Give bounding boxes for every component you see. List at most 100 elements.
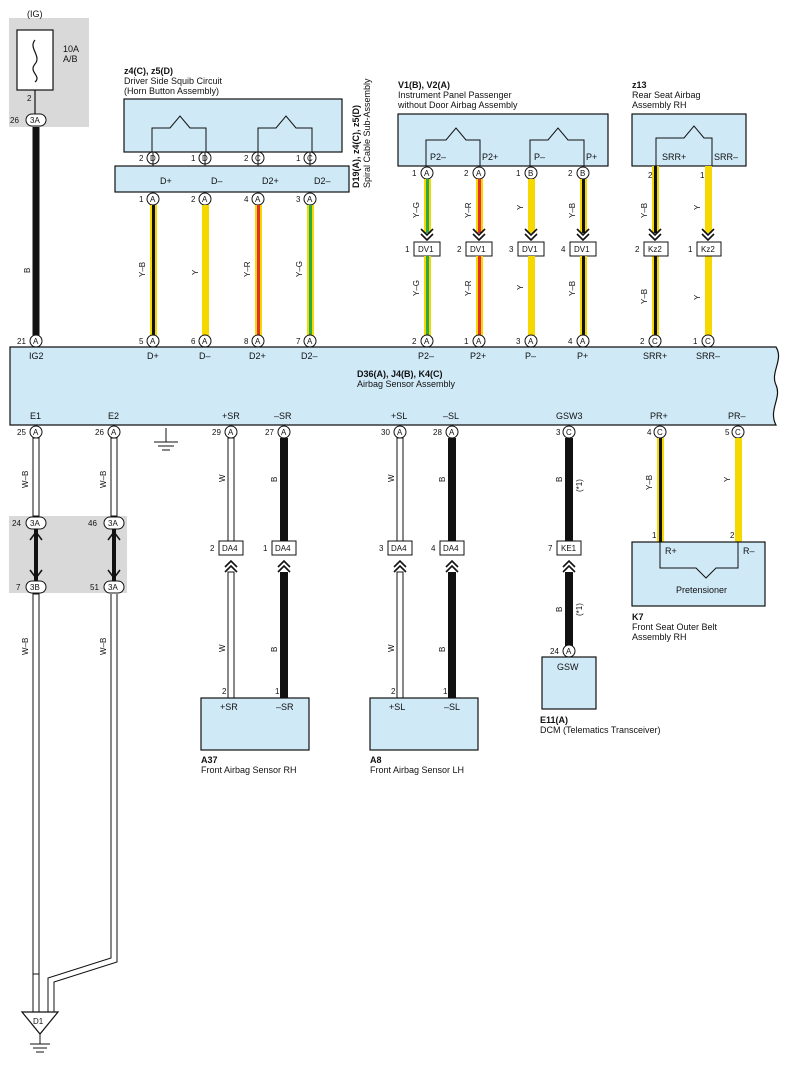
ip-pin-p2-minus: P2– [430, 152, 446, 162]
pret-pin-1: 1 [652, 531, 657, 540]
ip-wires-bottom [424, 256, 587, 336]
ground-wires [32, 437, 118, 1012]
wire-label-w-1: W [218, 474, 227, 482]
wire-label-yg-3: Y–G [412, 280, 421, 296]
svg-text:Kz2: Kz2 [648, 245, 662, 254]
ecu-pin-ig2: IG2 [29, 351, 44, 361]
svg-text:2: 2 [139, 154, 144, 163]
dcm-label: GSW [557, 662, 579, 672]
svg-text:A: A [307, 195, 313, 204]
wire-label-w-4: W [387, 644, 396, 652]
dcm-box [541, 656, 597, 710]
svg-text:3: 3 [556, 428, 561, 437]
svg-text:A: A [528, 337, 534, 346]
front-lh-code: A8 [370, 755, 382, 765]
wire-label-yb-3: Y–B [568, 281, 577, 296]
ip-pin-p-minus: P– [534, 152, 545, 162]
svg-text:DA4: DA4 [391, 544, 407, 553]
svg-text:A: A [424, 337, 430, 346]
svg-text:46: 46 [88, 519, 97, 528]
svg-text:DA4: DA4 [275, 544, 291, 553]
wire-label-yr-3: Y–R [464, 280, 473, 296]
ecu-pin-srr-minus: SRR– [696, 351, 720, 361]
svg-text:KE1: KE1 [561, 544, 577, 553]
fuse-pin-2: 2 [27, 94, 32, 103]
ecu-pin-srr-plus: SRR+ [643, 351, 667, 361]
fuse-icon [32, 39, 38, 83]
svg-text:A: A [307, 337, 313, 346]
front-rh-pin-2: 2 [222, 687, 227, 696]
front-sensor-lh-box [369, 697, 479, 751]
svg-text:3: 3 [379, 544, 384, 553]
svg-text:1: 1 [191, 154, 196, 163]
svg-text:30: 30 [381, 428, 390, 437]
pret-name: Front Seat Outer Belt [632, 622, 718, 632]
spiral-name: Spiral Cable Sub-Assembly [362, 78, 372, 188]
svg-text:A: A [33, 428, 39, 437]
dcm-code: E11(A) [540, 715, 568, 725]
svg-text:3: 3 [296, 195, 301, 204]
ecu-pin-p-minus: P– [525, 351, 536, 361]
svg-text:2: 2 [457, 245, 462, 254]
wire-label-b-ig: B [23, 268, 32, 273]
spiral-pin-d2-minus: D2– [314, 176, 331, 186]
svg-text:25: 25 [17, 428, 26, 437]
ecu-top-pins: A21 A5 A6 A8 A7 A2 A1 A3 A4 C2 C1 [17, 334, 715, 348]
wire-label-yg-2: Y–G [412, 202, 421, 218]
svg-text:29: 29 [212, 428, 221, 437]
svg-text:4: 4 [647, 428, 652, 437]
svg-text:1: 1 [296, 154, 301, 163]
svg-text:C: C [735, 428, 741, 437]
wire-label-wb-4: W–B [99, 638, 108, 655]
rear-pin-1: 1 [700, 171, 705, 180]
squib-sub: (Horn Button Assembly) [124, 86, 219, 96]
svg-text:DA4: DA4 [222, 544, 238, 553]
ecu-ground-icon [154, 428, 178, 451]
squib-pins: D2 D1 C2 C1 [139, 151, 317, 166]
spiral-bottom-pins: A1 A2 A4 A3 [139, 192, 317, 206]
ip-code: V1(B), V2(A) [398, 80, 450, 90]
wire-label-yr-2: Y–R [464, 202, 473, 218]
front-rh-code: A37 [201, 755, 218, 765]
svg-text:A: A [449, 428, 455, 437]
svg-text:7: 7 [548, 544, 553, 553]
svg-text:51: 51 [90, 583, 99, 592]
ecu-code: D36(A), J4(B), K4(C) [357, 369, 443, 379]
ip-pin-p-plus: P+ [586, 152, 597, 162]
svg-text:C: C [705, 337, 711, 346]
svg-text:3: 3 [516, 337, 521, 346]
front-rh-name: Front Airbag Sensor RH [201, 765, 297, 775]
spiral-code: D19(A), z4(C), z5(D) [351, 105, 361, 188]
spiral-pin-d-minus: D– [211, 176, 223, 186]
pret-sub: Assembly RH [632, 632, 687, 642]
svg-text:A: A [111, 428, 117, 437]
spiral-pin-d-plus: D+ [160, 176, 172, 186]
svg-text:A: A [397, 428, 403, 437]
svg-text:7: 7 [296, 337, 301, 346]
squib-icon-1 [151, 115, 207, 152]
squib-box [123, 98, 343, 153]
pretensioner-box [631, 541, 766, 607]
svg-text:5: 5 [725, 428, 730, 437]
ecu-pin-d2-plus: D2+ [249, 351, 266, 361]
fuse-rating: 10A [63, 44, 79, 54]
pret-pin-r-minus: R– [743, 546, 755, 556]
svg-text:2: 2 [568, 169, 573, 178]
svg-text:27: 27 [265, 428, 274, 437]
ig-label: (IG) [27, 9, 43, 19]
wire-label-y-2: Y [516, 204, 525, 210]
front-rh-wires [227, 437, 288, 699]
svg-text:A: A [424, 169, 430, 178]
svg-text:1: 1 [139, 195, 144, 204]
squib-icon-2 [257, 115, 313, 152]
note-label-1: (*1) [575, 479, 584, 492]
ip-pin-p2-plus: P2+ [482, 152, 498, 162]
spiral-box [114, 165, 350, 193]
svg-text:6: 6 [191, 337, 196, 346]
ecu-pin-p2-minus: P2– [418, 351, 434, 361]
front-rh-pin-1: 1 [275, 687, 280, 696]
ecu-pin-d-minus: D– [199, 351, 211, 361]
wire-label-y-3: Y [516, 284, 525, 290]
